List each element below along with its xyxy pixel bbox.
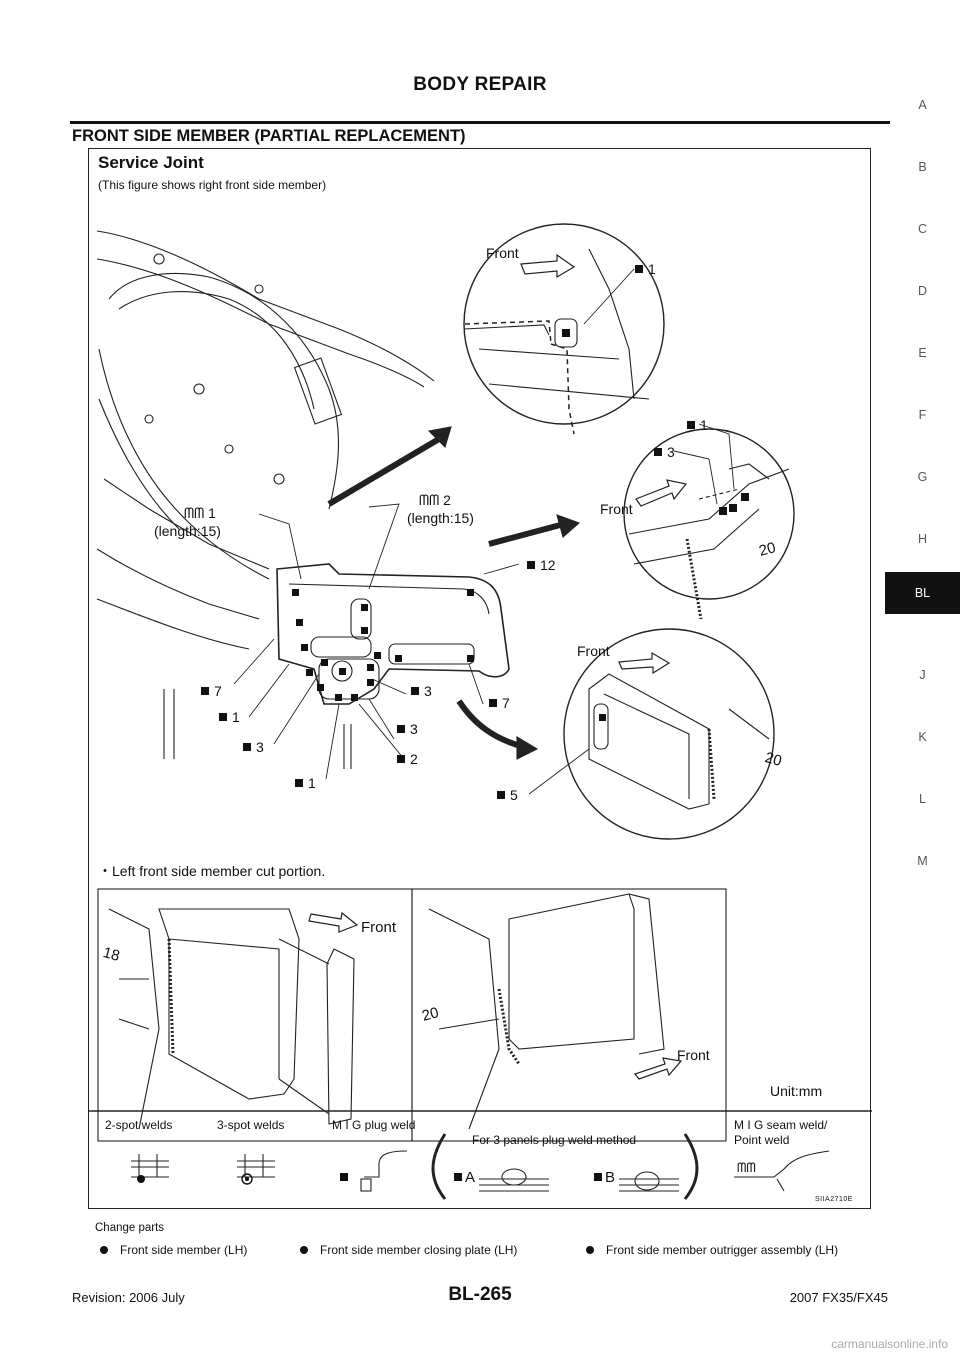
square-weld-icon: [654, 448, 662, 456]
front-label: Front: [486, 245, 519, 261]
plug-weld-callout: 3: [397, 721, 418, 737]
watermark: carmanualsonline.info: [831, 1337, 948, 1351]
legend-b-label: B: [605, 1169, 616, 1186]
square-weld-icon: [243, 743, 251, 751]
plug-weld-callout: 1: [635, 261, 656, 277]
plug-weld-callout: 12: [527, 557, 556, 573]
figure-code: SIIA2710E: [815, 1196, 853, 1203]
square-weld-icon: [497, 791, 505, 799]
legend-seam: M I G seam weld/: [734, 1118, 828, 1132]
tab-k[interactable]: K: [918, 730, 927, 744]
seam-weld-icon: ᗰᗰ: [184, 505, 209, 521]
figure-note: (This figure shows right front side memb…: [98, 178, 327, 192]
front-label: Front: [577, 643, 610, 659]
bullet-icon: [586, 1246, 594, 1254]
bullet-icon: [100, 1246, 108, 1254]
square-weld-icon: [295, 779, 303, 787]
square-weld-icon: [219, 713, 227, 721]
seam-weld-callout: ᗰᗰ 2: [419, 492, 451, 508]
section-title: FRONT SIDE MEMBER (PARTIAL REPLACEMENT): [72, 127, 466, 145]
footer-model: 2007 FX35/FX45: [789, 1290, 888, 1305]
front-label: Front: [677, 1047, 710, 1063]
legend-plug: M I G plug weld: [332, 1118, 416, 1132]
plug-weld-callout: 7: [201, 683, 222, 699]
front-label: Front: [361, 919, 397, 936]
seam-length-label: (length:15): [407, 510, 474, 526]
front-label: Front: [600, 501, 633, 517]
square-weld-icon: [411, 687, 419, 695]
change-parts-label: Change parts: [95, 1222, 165, 1234]
legend-three-spot: 3-spot welds: [217, 1118, 285, 1132]
plug-weld-callout: 2: [397, 751, 418, 767]
tab-j[interactable]: J: [919, 668, 926, 682]
legend-point: Point weld: [734, 1133, 790, 1147]
figure-drawing: [89, 223, 872, 1200]
seam-length-label: (length:15): [154, 523, 221, 539]
plug-weld-callout: 1: [687, 417, 708, 433]
square-weld-icon: [397, 725, 405, 733]
square-weld-icon: [201, 687, 209, 695]
plug-weld-callout: 7: [489, 695, 510, 711]
plug-weld-callout: 1: [219, 709, 240, 725]
change-part-item: Front side member outrigger assembly (LH…: [586, 1243, 838, 1257]
bullet-icon: [300, 1246, 308, 1254]
tab-c[interactable]: C: [917, 222, 928, 236]
change-part-item: Front side member closing plate (LH): [300, 1243, 517, 1257]
footer-revision: Revision: 2006 July: [72, 1290, 185, 1305]
square-weld-icon: [635, 265, 643, 273]
cut-portion-note: ・Left front side member cut portion.: [98, 863, 326, 879]
legend-two-spot: 2-spot welds: [105, 1118, 173, 1132]
tab-e[interactable]: E: [918, 346, 927, 360]
plug-weld-callout: 1: [295, 775, 316, 791]
square-weld-icon: [527, 561, 535, 569]
footer-page-number: BL-265: [448, 1284, 512, 1305]
tab-l[interactable]: L: [919, 792, 926, 806]
tab-a[interactable]: A: [918, 98, 927, 112]
page-header: BODY REPAIR: [413, 74, 547, 95]
service-joint-figure: Service Joint (This figure shows right f…: [88, 148, 872, 1209]
plug-weld-callout: 3: [243, 739, 264, 755]
unit-label: Unit:mm: [770, 1083, 823, 1099]
figure-title: Service Joint: [98, 153, 204, 172]
square-weld-icon: [397, 755, 405, 763]
plug-weld-callout: 5: [497, 787, 518, 803]
tab-bl[interactable]: BL: [885, 572, 960, 614]
seam-weld-icon: ᗰᗰ: [419, 492, 444, 508]
legend-three-panels: For 3 panels plug weld method: [472, 1133, 637, 1147]
tab-b[interactable]: B: [918, 160, 927, 174]
seam-weld-callout: ᗰᗰ 1: [184, 505, 216, 521]
tab-g[interactable]: G: [917, 470, 928, 484]
plug-weld-callout: 3: [654, 444, 675, 460]
legend-a-label: A: [465, 1169, 476, 1186]
header-rule: [70, 121, 890, 124]
tab-h[interactable]: H: [917, 532, 928, 546]
tab-d[interactable]: D: [917, 284, 928, 298]
square-weld-icon: [489, 699, 497, 707]
tab-f[interactable]: F: [918, 408, 927, 422]
seam-weld-icon: ᗰᗰ: [737, 1160, 756, 1175]
change-part-item: Front side member (LH): [100, 1243, 247, 1257]
square-weld-icon: [687, 421, 695, 429]
plug-weld-callout: 3: [411, 683, 432, 699]
tab-m[interactable]: M: [917, 854, 928, 868]
